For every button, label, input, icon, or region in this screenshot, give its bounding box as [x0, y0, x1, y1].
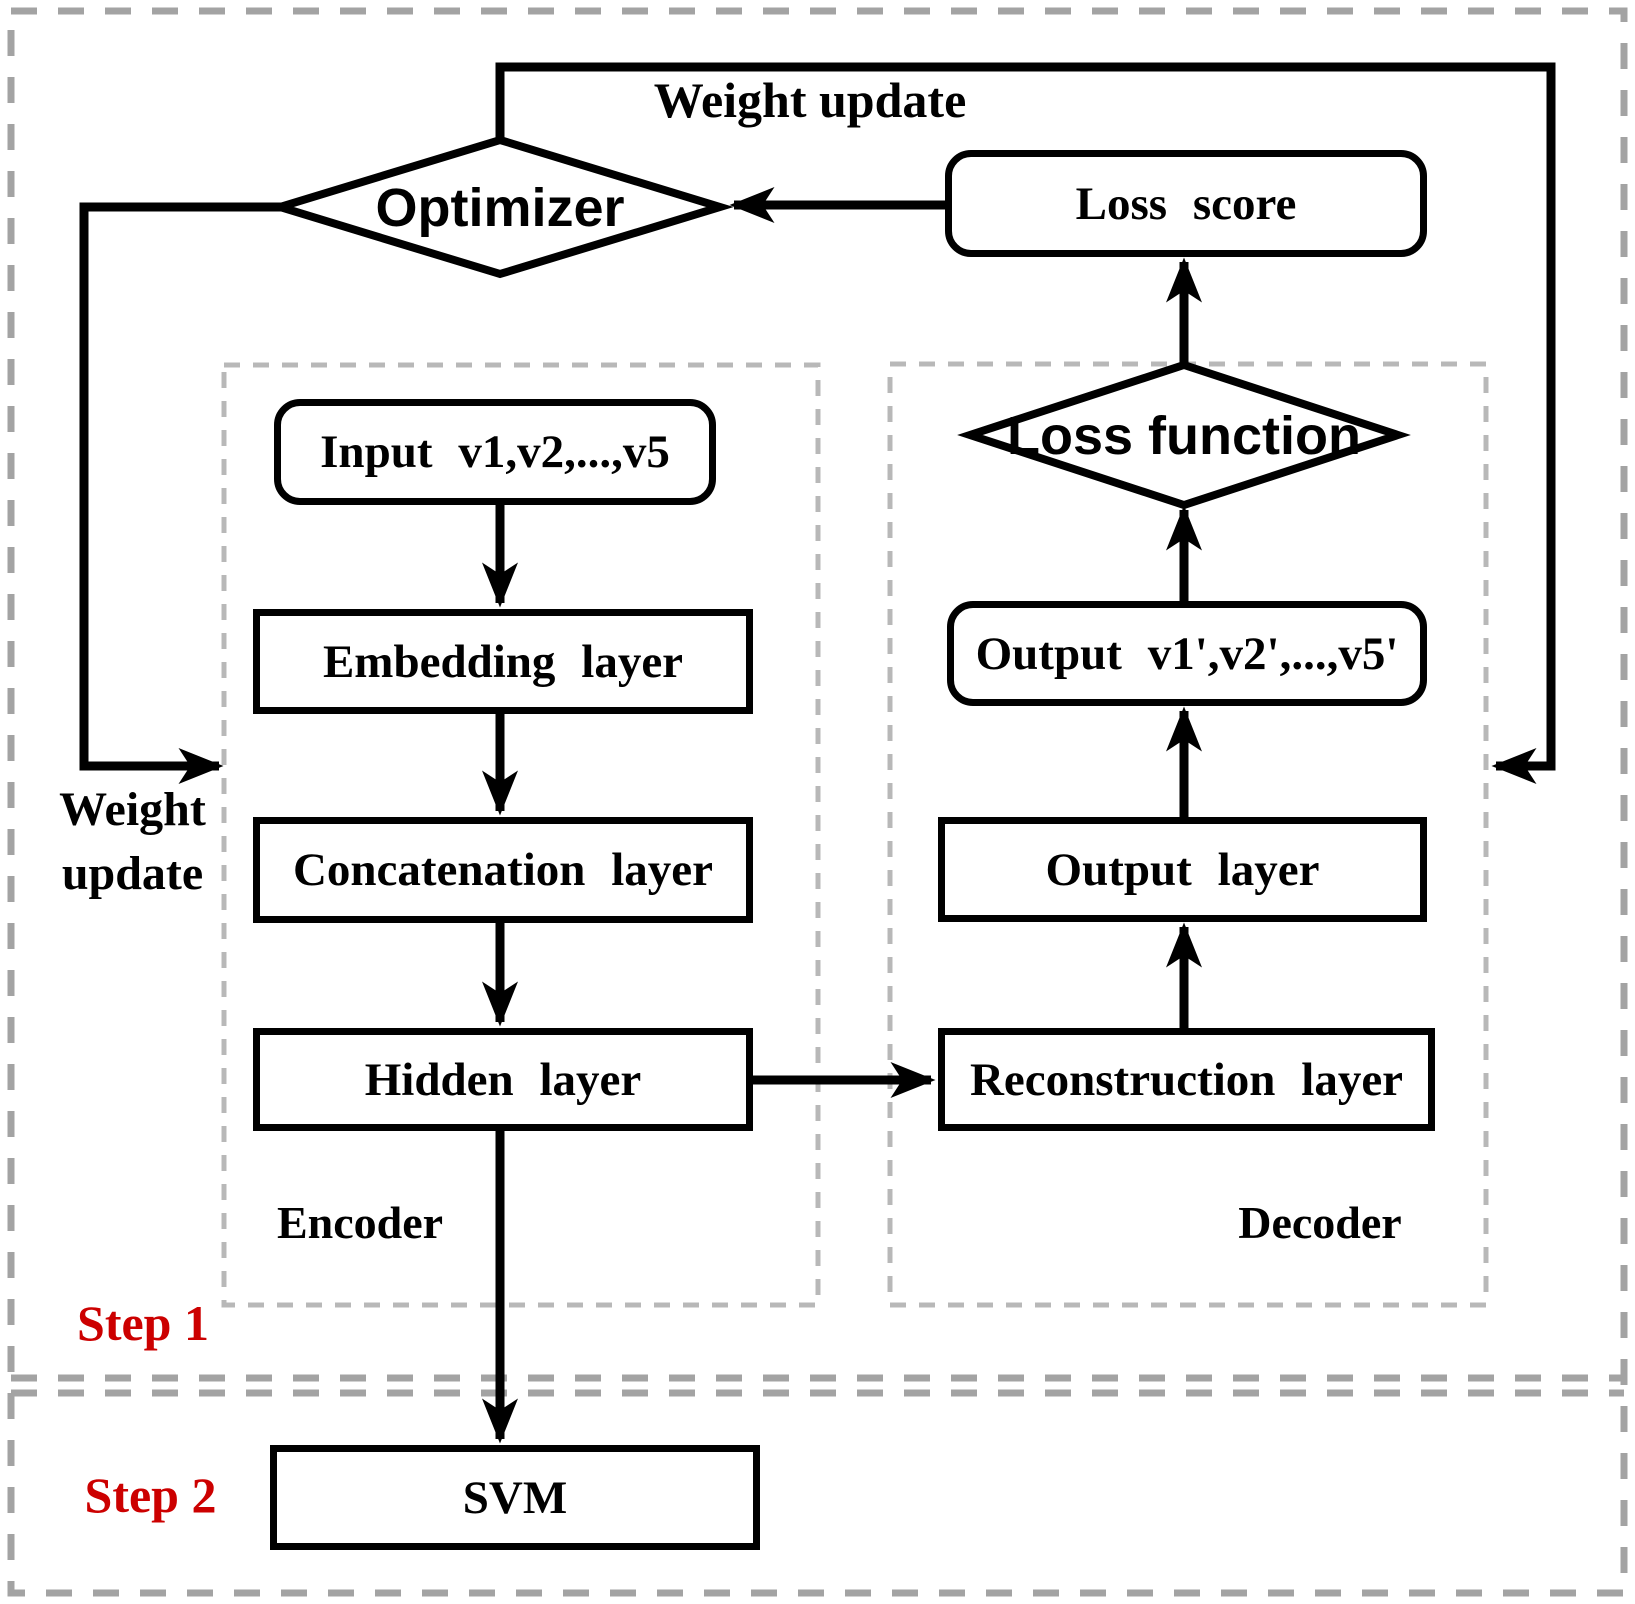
concatenation-layer-box: Concatenation layer [253, 817, 753, 923]
step1-label: Step 1 [77, 1295, 209, 1351]
weight-update-left-label: Weight update [25, 778, 240, 906]
svm-box: SVM [270, 1445, 760, 1550]
optimizer-diamond [266, 135, 734, 279]
loss-score-box: Loss score [945, 150, 1427, 257]
optimizer-label: Optimizer [375, 178, 625, 238]
weight-update-left-line1: Weight [59, 783, 206, 836]
outer-dashed-border [7, 7, 1628, 1597]
hidden-layer-box: Hidden layer [253, 1028, 753, 1131]
arrow-optimizer-to-encoder [79, 202, 282, 784]
decoder-group-label: Decoder [1238, 1196, 1402, 1248]
embedding-layer-box: Embedding layer [253, 609, 753, 714]
encoder-group-label: Encoder [276, 1196, 444, 1248]
loss-function-diamond [957, 360, 1411, 510]
reconstruction-layer-box: Reconstruction layer [938, 1028, 1435, 1131]
output-layer-box: Output layer [938, 817, 1427, 922]
loss-function-label: Loss function [1007, 406, 1361, 466]
weight-update-top-label: Weight update [653, 72, 967, 128]
weight-update-left-line2: update [61, 847, 204, 900]
output-values-box: Output v1',v2',...,v5' [947, 601, 1427, 706]
step2-label: Step 2 [84, 1467, 217, 1523]
arrow-optimizer-to-decoder [495, 62, 1556, 784]
input-box: Input v1,v2,...,v5 [274, 399, 716, 505]
encoder-group-box [221, 362, 821, 1308]
